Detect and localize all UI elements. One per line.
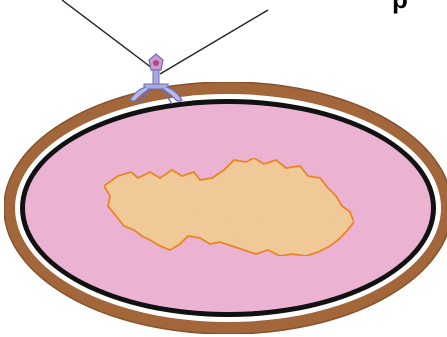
pointer-line-left bbox=[62, 0, 152, 68]
top-label: p bbox=[392, 0, 408, 15]
pointer-line-right bbox=[160, 10, 268, 74]
phage-tail bbox=[153, 70, 159, 84]
phage-head-core bbox=[153, 60, 159, 66]
phage-baseplate bbox=[144, 84, 168, 89]
